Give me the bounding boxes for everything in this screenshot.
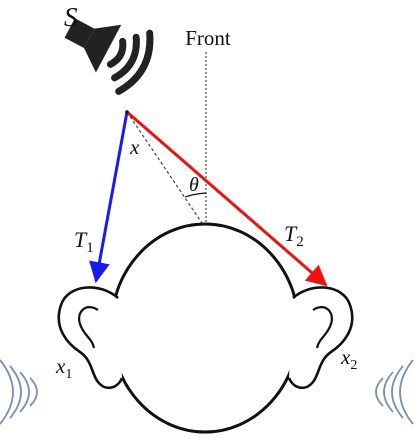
source-label: S <box>64 2 78 32</box>
sound-wave-icon <box>375 359 414 425</box>
left-path-label: T1 <box>74 227 94 256</box>
speaker-icon <box>64 18 154 95</box>
right-path-label: T2 <box>284 221 304 250</box>
left-ear-label: x1 <box>55 354 72 382</box>
source-point-label: x <box>129 135 140 159</box>
right-path-arrow <box>126 110 328 287</box>
right-ear-icon <box>287 286 354 390</box>
head-outline <box>109 222 301 434</box>
left-ear-icon <box>57 286 124 390</box>
sound-wave-icon <box>0 359 38 425</box>
source-point <box>125 110 129 114</box>
theta-label: θ <box>189 174 199 196</box>
right-ear-label: x2 <box>340 345 357 373</box>
front-label: Front <box>185 26 231 50</box>
theta-arc <box>184 192 207 198</box>
left-path-arrow <box>89 111 129 284</box>
source-to-head-line <box>126 111 205 227</box>
